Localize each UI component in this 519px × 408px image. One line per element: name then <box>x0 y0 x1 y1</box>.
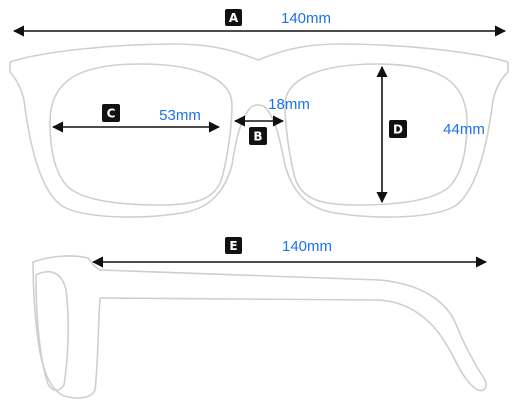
dimension-d-badge-label: D <box>393 123 403 137</box>
temple-arm-outline <box>32 255 487 399</box>
left-lens-outline <box>49 63 233 206</box>
dimension-c-badge <box>102 104 120 122</box>
dimension-d-badge <box>389 120 407 138</box>
dimension-e-badge <box>225 237 242 254</box>
side-view <box>32 255 487 399</box>
dimension-e-value: 140mm <box>282 238 332 255</box>
dimension-c-value: 53mm <box>159 107 201 124</box>
dimension-c-badge-label: C <box>107 107 116 121</box>
dimension-e-badge-label: E <box>229 239 237 253</box>
dimension-d: D 44mm <box>376 65 485 204</box>
dimension-c: C 53mm <box>51 104 221 133</box>
dimension-b-badge-label: B <box>253 130 262 144</box>
right-lens-outline <box>284 63 468 206</box>
frame-front-outline <box>9 43 509 218</box>
dimension-a: A 140mm <box>12 9 507 37</box>
dimension-a-badge-label: A <box>229 11 239 25</box>
dimension-a-badge <box>225 9 242 26</box>
dimension-d-value: 44mm <box>443 121 485 138</box>
dimension-b-value: 18mm <box>268 96 310 113</box>
front-view <box>9 43 509 218</box>
dimension-b: B 18mm <box>233 96 310 145</box>
dimension-e: E 140mm <box>91 237 488 268</box>
side-lens-outline <box>35 271 69 391</box>
dimension-a-value: 140mm <box>281 10 331 27</box>
dimension-b-badge <box>249 127 267 145</box>
